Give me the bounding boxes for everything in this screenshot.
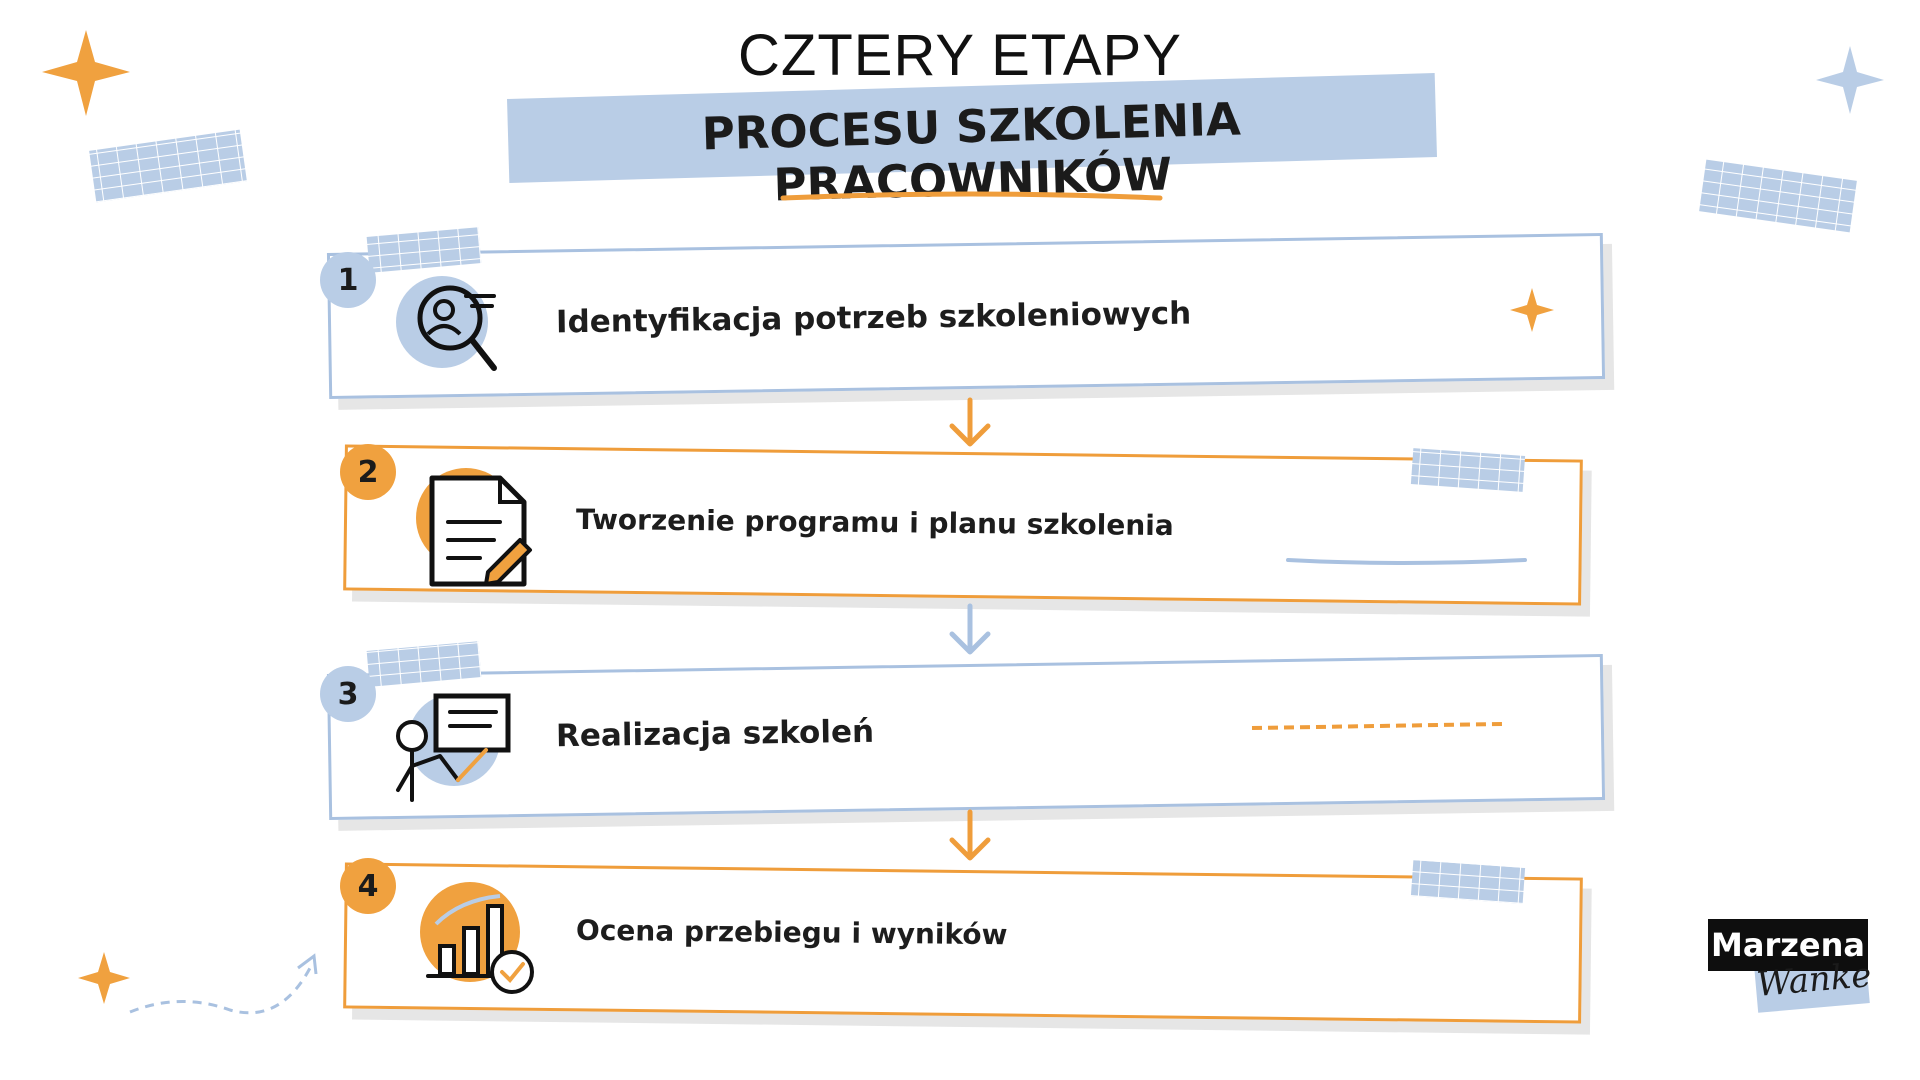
star-icon — [78, 952, 130, 1004]
arrow-down-icon — [949, 809, 991, 861]
step-number-badge: 4 — [340, 858, 396, 914]
tape-decoration — [1410, 448, 1526, 492]
document-edit-icon — [416, 468, 532, 587]
star-icon — [1816, 46, 1884, 114]
step-label: Tworzenie programu i planu szkolenia — [575, 502, 1174, 543]
accent-line — [1251, 722, 1503, 730]
step-number-badge: 3 — [320, 666, 376, 722]
step-label: Ocena przebiegu i wyników — [575, 913, 1008, 952]
step-label: Realizacja szkoleń — [555, 713, 875, 755]
page-title: CZTERY ETAPY — [738, 23, 1182, 88]
tape-decoration — [1410, 860, 1526, 904]
arrow-down-icon — [949, 397, 991, 447]
dashed-arrow-icon — [129, 967, 312, 1015]
tape-decoration — [1699, 159, 1857, 233]
tape-decoration — [89, 129, 247, 203]
step-number-badge: 1 — [320, 252, 376, 308]
tape-decoration — [366, 641, 482, 687]
title-underline — [780, 191, 1163, 201]
accent-line — [1286, 558, 1527, 565]
step-number-badge: 2 — [340, 444, 396, 500]
star-icon — [42, 30, 130, 116]
tape-decoration — [366, 227, 482, 273]
arrow-down-icon — [949, 603, 991, 655]
logo-name: Marzena — [1708, 919, 1868, 971]
growth-chart-check-icon — [420, 882, 534, 994]
presenter-board-icon — [396, 693, 511, 802]
star-icon — [1510, 288, 1554, 332]
magnifier-person-icon — [396, 276, 497, 371]
